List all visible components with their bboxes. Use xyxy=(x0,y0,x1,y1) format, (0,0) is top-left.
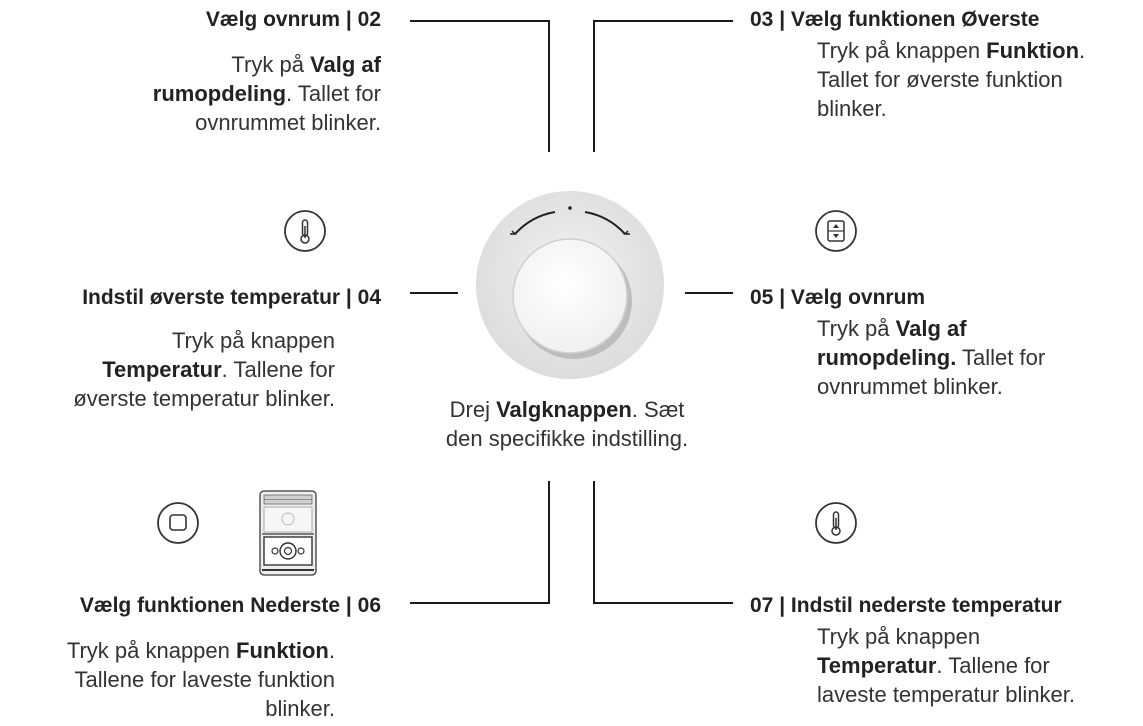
text-segment: blinker. xyxy=(817,96,887,121)
bold-term: Valgknappen xyxy=(496,397,632,422)
center-instruction: Drej Valgknappen. Sæt den specifikke inds… xyxy=(402,395,732,453)
step-04: Indstil øverste temperatur | 04 Tryk på … xyxy=(0,284,381,413)
bold-term: rumopdeling xyxy=(152,81,287,106)
center-desc: Drej Valgknappen. Sæt den specifikke inds… xyxy=(402,395,732,453)
step-02-title: Vælg ovnrum | 02 xyxy=(205,8,381,31)
connector-05-h xyxy=(685,292,733,294)
text-segment: Tallet for øverste funktion xyxy=(817,67,1063,92)
text-segment: øverste temperatur blinker. xyxy=(73,386,335,411)
connector-07-h xyxy=(593,602,733,604)
text-segment: . Tallene for xyxy=(936,653,1050,678)
bold-term: rumopdeling. xyxy=(817,345,957,370)
step-02: Vælg ovnrum | 02 Tryk på Valg af rumopdel… xyxy=(0,6,381,137)
oven-icon xyxy=(259,490,317,576)
function-square-icon[interactable] xyxy=(155,500,201,546)
text-segment: Tryk på knappen xyxy=(817,624,981,649)
text-segment: Tallene for laveste funktion xyxy=(74,667,336,692)
connector-06-h xyxy=(410,602,550,604)
bold-term: Temperatur xyxy=(102,357,222,382)
text-segment: Tryk på xyxy=(231,52,311,77)
step-03: 03 | Vælg funktionen Øverste Tryk på kna… xyxy=(750,6,1143,123)
connector-06-v xyxy=(548,481,550,604)
text-segment: . Tallene for xyxy=(221,357,335,382)
text-segment: . Sæt xyxy=(631,397,685,422)
step-07-title: 07 | Indstil nederste temperatur xyxy=(750,594,1062,617)
step-03-desc: Tryk på knappen Funktion. Tallet for øver… xyxy=(817,36,1143,123)
step-07: 07 | Indstil nederste temperatur Tryk på… xyxy=(750,592,1143,709)
text-segment: Tallet for xyxy=(956,345,1046,370)
connector-02-v xyxy=(548,20,550,152)
step-05-title: 05 | Vælg ovnrum xyxy=(750,286,926,309)
text-segment: Tryk på knappen xyxy=(66,638,236,663)
text-segment: Tryk på xyxy=(817,316,896,341)
text-segment: Drej xyxy=(449,397,497,422)
text-segment: ovnrummet blinker. xyxy=(195,110,381,135)
text-segment: Tryk på knappen xyxy=(171,328,335,353)
selector-knob[interactable] xyxy=(475,190,665,380)
step-03-title: 03 | Vælg funktionen Øverste xyxy=(750,8,1040,31)
thermometer-icon[interactable] xyxy=(282,208,328,254)
text-segment: ovnrummet blinker. xyxy=(817,374,1003,399)
bold-term: Valg af xyxy=(895,316,967,341)
step-05: 05 | Vælg ovnrum Tryk på Valg af rumopdel… xyxy=(750,284,1143,401)
connector-04-h xyxy=(410,292,458,294)
text-segment: laveste temperatur blinker. xyxy=(817,682,1076,707)
text-segment: . xyxy=(1079,38,1086,63)
text-segment: Tryk på knappen xyxy=(817,38,987,63)
split-selector-icon[interactable] xyxy=(813,208,859,254)
bold-term: Valg af xyxy=(310,52,381,77)
step-06-title: Vælg funktionen Nederste | 06 xyxy=(79,594,381,617)
step-06: Vælg funktionen Nederste | 06 Tryk på kn… xyxy=(0,592,381,723)
step-02-desc: Tryk på Valg af rumopdeling. Tallet for ov… xyxy=(0,50,381,137)
step-04-title: Indstil øverste temperatur | 04 xyxy=(82,286,381,309)
text-segment: . xyxy=(328,638,335,663)
connector-03-v xyxy=(593,20,595,152)
text-segment: den specifikke indstilling. xyxy=(445,426,689,451)
step-05-desc: Tryk på Valg af rumopdeling. Tallet for ov… xyxy=(817,314,1143,401)
text-segment: blinker. xyxy=(265,696,335,721)
text-segment: . Tallet for xyxy=(286,81,381,106)
bold-term: Funktion xyxy=(986,38,1080,63)
connector-07-v xyxy=(593,481,595,604)
connector-02-h xyxy=(410,20,550,22)
thermometer-icon[interactable] xyxy=(813,500,859,546)
step-06-desc: Tryk på knappen Funktion. Tallene for lav… xyxy=(0,636,335,723)
bold-term: Temperatur xyxy=(817,653,937,678)
bold-term: Funktion xyxy=(236,638,329,663)
connector-03-h xyxy=(593,20,733,22)
